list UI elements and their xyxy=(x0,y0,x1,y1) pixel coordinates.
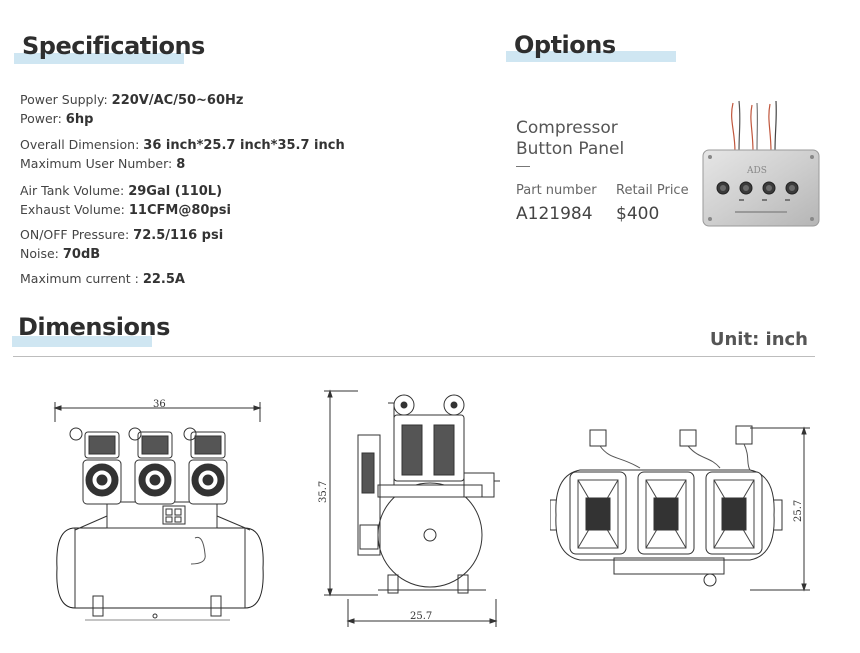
dimensions-divider xyxy=(13,356,815,357)
wires xyxy=(731,100,777,153)
side-width-label: 25.7 xyxy=(410,611,432,622)
dimensions-title: Dimensions xyxy=(18,313,170,341)
spec-overall-dimension: Overall Dimension: 36 inch*25.7 inch*35.… xyxy=(20,137,345,153)
spec-max-current: Maximum current : 22.5A xyxy=(20,271,185,287)
button-panel-image: ADS xyxy=(702,100,820,227)
panel-brand-text: ADS xyxy=(746,166,767,176)
part-number-label: Part number xyxy=(516,183,597,198)
front-width-label: 36 xyxy=(153,399,166,410)
motor-right xyxy=(183,427,228,505)
head-center xyxy=(637,429,697,555)
options-title-underline xyxy=(506,51,676,62)
option-divider xyxy=(516,166,530,167)
spec-max-users: Maximum User Number: 8 xyxy=(20,156,186,172)
top-view-drawing: 25.7 xyxy=(550,425,810,592)
retail-price-label: Retail Price xyxy=(616,183,689,198)
side-height-label: 35.7 xyxy=(318,481,329,503)
front-view-drawing: 36 xyxy=(53,399,264,621)
side-view-drawing: 35.7 25.7 xyxy=(318,389,500,627)
retail-price-value: $400 xyxy=(616,204,660,224)
spec-onoff-pressure: ON/OFF Pressure: 72.5/116 psi xyxy=(20,227,224,243)
options-title: Options xyxy=(514,31,616,59)
option-product-name: Compressor Button Panel xyxy=(516,118,625,159)
head-left xyxy=(569,429,627,555)
specifications-title: Specifications xyxy=(22,32,205,60)
unit-label: Unit: inch xyxy=(709,329,808,350)
spec-noise: Noise: 70dB xyxy=(20,246,101,262)
spec-air-tank: Air Tank Volume: 29Gal (110L) xyxy=(20,183,223,199)
part-number-value: A121984 xyxy=(516,204,593,224)
motor-left xyxy=(69,427,142,505)
head-right xyxy=(705,425,763,555)
spec-exhaust: Exhaust Volume: 11CFM@80psi xyxy=(20,202,231,218)
motor-center xyxy=(134,431,176,505)
dimensions-title-underline xyxy=(12,336,152,347)
spec-power: Power: 6hp xyxy=(20,111,94,127)
specifications-title-underline xyxy=(14,53,184,64)
spec-power-supply: Power Supply: 220V/AC/50~60Hz xyxy=(20,92,244,108)
panel-buttons xyxy=(716,181,799,213)
top-depth-label: 25.7 xyxy=(793,500,804,522)
